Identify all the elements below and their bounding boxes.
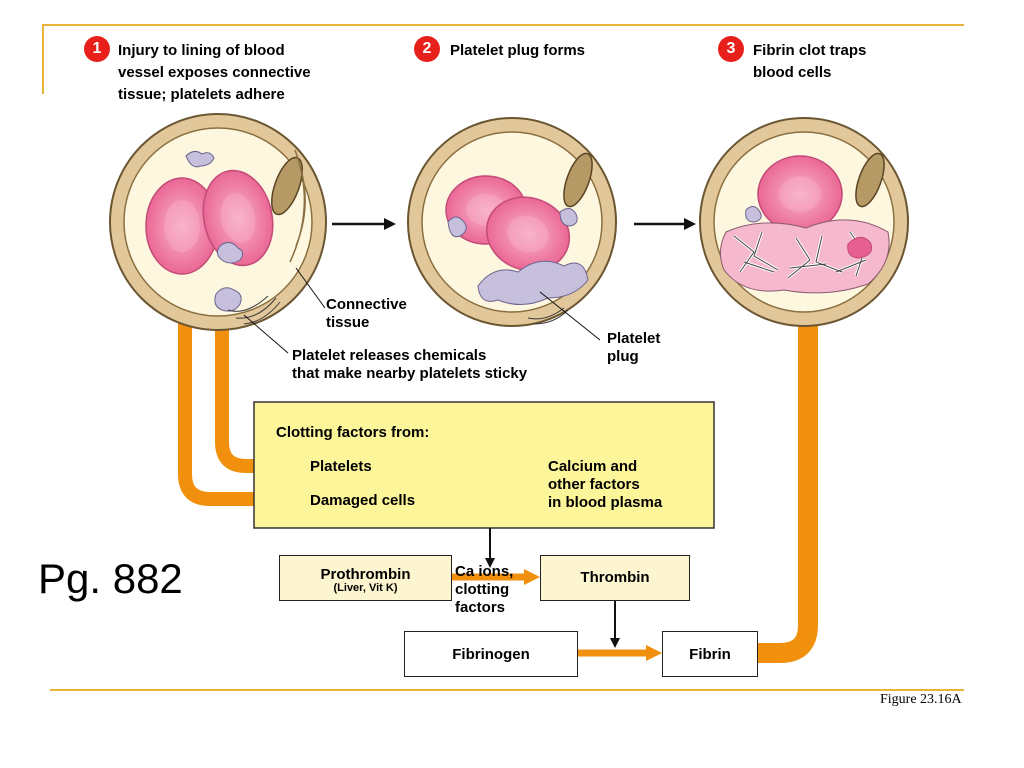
platelet-releases-label: Platelet releases chemicals that make ne…	[292, 347, 528, 382]
step-2-text: Platelet plug forms	[450, 42, 586, 59]
clotting-factors-title: Clotting factors from:	[276, 424, 430, 441]
step-2-badge: 2	[414, 36, 440, 62]
vessel-injury-illustration	[109, 113, 327, 331]
black-arrow-head-down	[485, 558, 495, 568]
leader-connective-tissue	[295, 267, 326, 309]
step-3-text: Fibrin clot traps blood cells	[753, 42, 867, 81]
step-1-text: Injury to lining of blood vessel exposes…	[118, 42, 311, 103]
bottom-rule	[50, 689, 964, 691]
step-1-badge: 1	[84, 36, 110, 62]
damaged-cells-label: Damaged cells	[310, 492, 416, 509]
step-3-badge: 3	[718, 36, 744, 62]
plasma-factors-label: Calcium and other factors in blood plasm…	[548, 458, 663, 511]
fibrinogen-box: Fibrinogen	[404, 631, 578, 677]
figure-caption: Figure 23.16A	[880, 692, 962, 707]
black-arrow-head-stage3	[684, 218, 696, 230]
leader-platelet-releases	[243, 314, 289, 354]
clotting-factors-box	[253, 401, 715, 529]
page-note: Pg. 882	[38, 555, 183, 602]
platelets-label: Platelets	[310, 458, 372, 475]
platelet-plug-label: Platelet plug	[607, 330, 661, 365]
thrombin-box: Thrombin	[540, 555, 690, 601]
top-rule	[42, 24, 964, 26]
fibrin-label: Fibrin	[689, 646, 731, 663]
connective-tissue-label: Connective tissue	[326, 296, 407, 331]
leader-platelet-plug	[539, 291, 601, 341]
prothrombin-box: Prothrombin (Liver, Vit K)	[279, 555, 452, 601]
fibrinogen-label: Fibrinogen	[452, 646, 530, 663]
orange-arrow-fibrin-to-clot	[757, 296, 818, 663]
prothrombin-note: (Liver, Vit K)	[333, 582, 398, 594]
arrow-head-fibrin	[646, 645, 662, 661]
black-arrow-head-stage2	[384, 218, 396, 230]
prothrombin-label: Prothrombin	[320, 566, 411, 583]
ca-ions-label: Ca ions, clotting factors	[455, 563, 514, 616]
black-arrow-head-thrombin-down	[610, 638, 620, 648]
left-rule	[42, 24, 44, 94]
orange-arrows-to-factors	[178, 310, 290, 506]
platelet-plug-illustration	[407, 117, 617, 327]
fibrin-box: Fibrin	[662, 631, 758, 677]
thrombin-label: Thrombin	[580, 569, 650, 586]
arrow-head-thrombin	[524, 569, 540, 585]
fibrin-clot-illustration	[699, 117, 909, 327]
